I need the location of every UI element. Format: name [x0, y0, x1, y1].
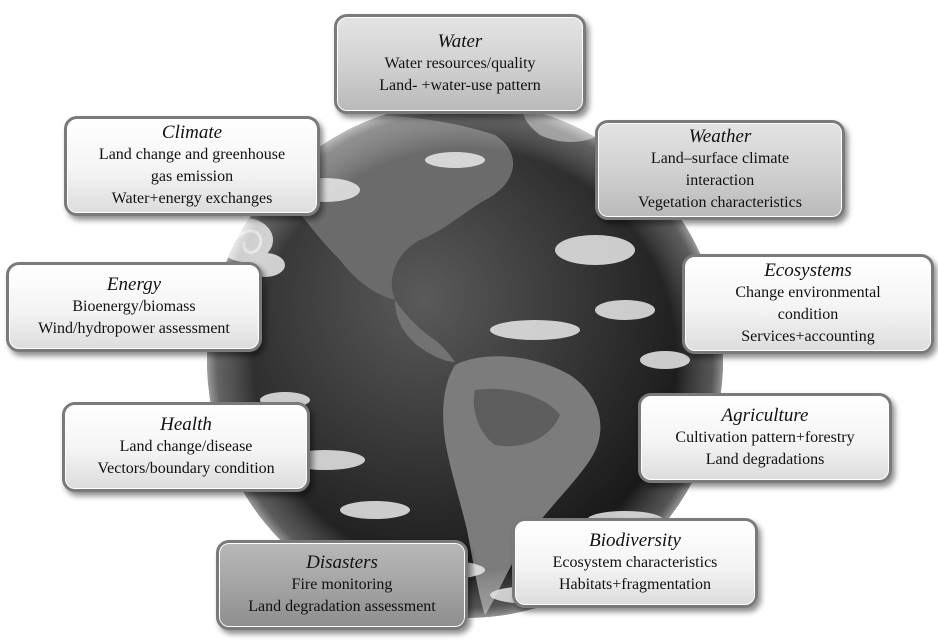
biodiversity-title: Biodiversity: [589, 530, 681, 551]
agriculture-box: Agriculture Cultivation pattern+forestry…: [638, 393, 892, 483]
climate-title: Climate: [161, 122, 223, 143]
energy-box: Energy Bioenergy/biomass Wind/hydropower…: [6, 262, 262, 352]
agriculture-line: Land degradations: [705, 451, 825, 468]
disasters-line: Land degradation assessment: [248, 598, 436, 615]
disasters-title: Disasters: [306, 552, 378, 573]
climate-box: Climate Land change and greenhouse gas e…: [64, 116, 320, 216]
ecosystems-box: Ecosystems Change environmental conditio…: [682, 254, 934, 354]
climate-line: Land change and greenhouse: [98, 146, 286, 163]
weather-box: Weather Land–surface climate interaction…: [595, 120, 845, 220]
health-line: Vectors/boundary condition: [97, 460, 275, 477]
disasters-box: Disasters Fire monitoring Land degradati…: [216, 540, 468, 630]
ecosystems-title: Ecosystems: [764, 260, 852, 281]
ecosystems-line: condition: [777, 306, 839, 323]
weather-line: interaction: [685, 172, 755, 189]
ecosystems-line: Services+accounting: [741, 328, 875, 345]
health-box: Health Land change/disease Vectors/bound…: [62, 402, 310, 492]
health-title: Health: [160, 414, 212, 435]
agriculture-line: Cultivation pattern+forestry: [675, 429, 855, 446]
water-box: Water Water resources/quality Land- +wat…: [334, 14, 586, 114]
energy-line: Wind/hydropower assessment: [38, 320, 230, 337]
weather-line: Land–surface climate: [650, 150, 790, 167]
water-title: Water: [437, 31, 483, 52]
biodiversity-line: Ecosystem characteristics: [552, 554, 718, 571]
health-line: Land change/disease: [119, 438, 253, 455]
energy-title: Energy: [106, 274, 162, 295]
energy-line: Bioenergy/biomass: [72, 298, 196, 315]
disasters-line: Fire monitoring: [291, 576, 393, 593]
biodiversity-line: Habitats+fragmentation: [558, 576, 712, 593]
water-line: Land- +water-use pattern: [379, 77, 541, 94]
ecosystems-line: Change environmental: [735, 284, 881, 301]
climate-line: gas emission: [150, 168, 234, 185]
climate-line: Water+energy exchanges: [111, 190, 273, 207]
biodiversity-box: Biodiversity Ecosystem characteristics H…: [512, 518, 758, 608]
water-line: Water resources/quality: [384, 55, 536, 72]
agriculture-title: Agriculture: [721, 405, 809, 426]
weather-line: Vegetation characteristics: [638, 194, 802, 211]
weather-title: Weather: [688, 126, 752, 147]
